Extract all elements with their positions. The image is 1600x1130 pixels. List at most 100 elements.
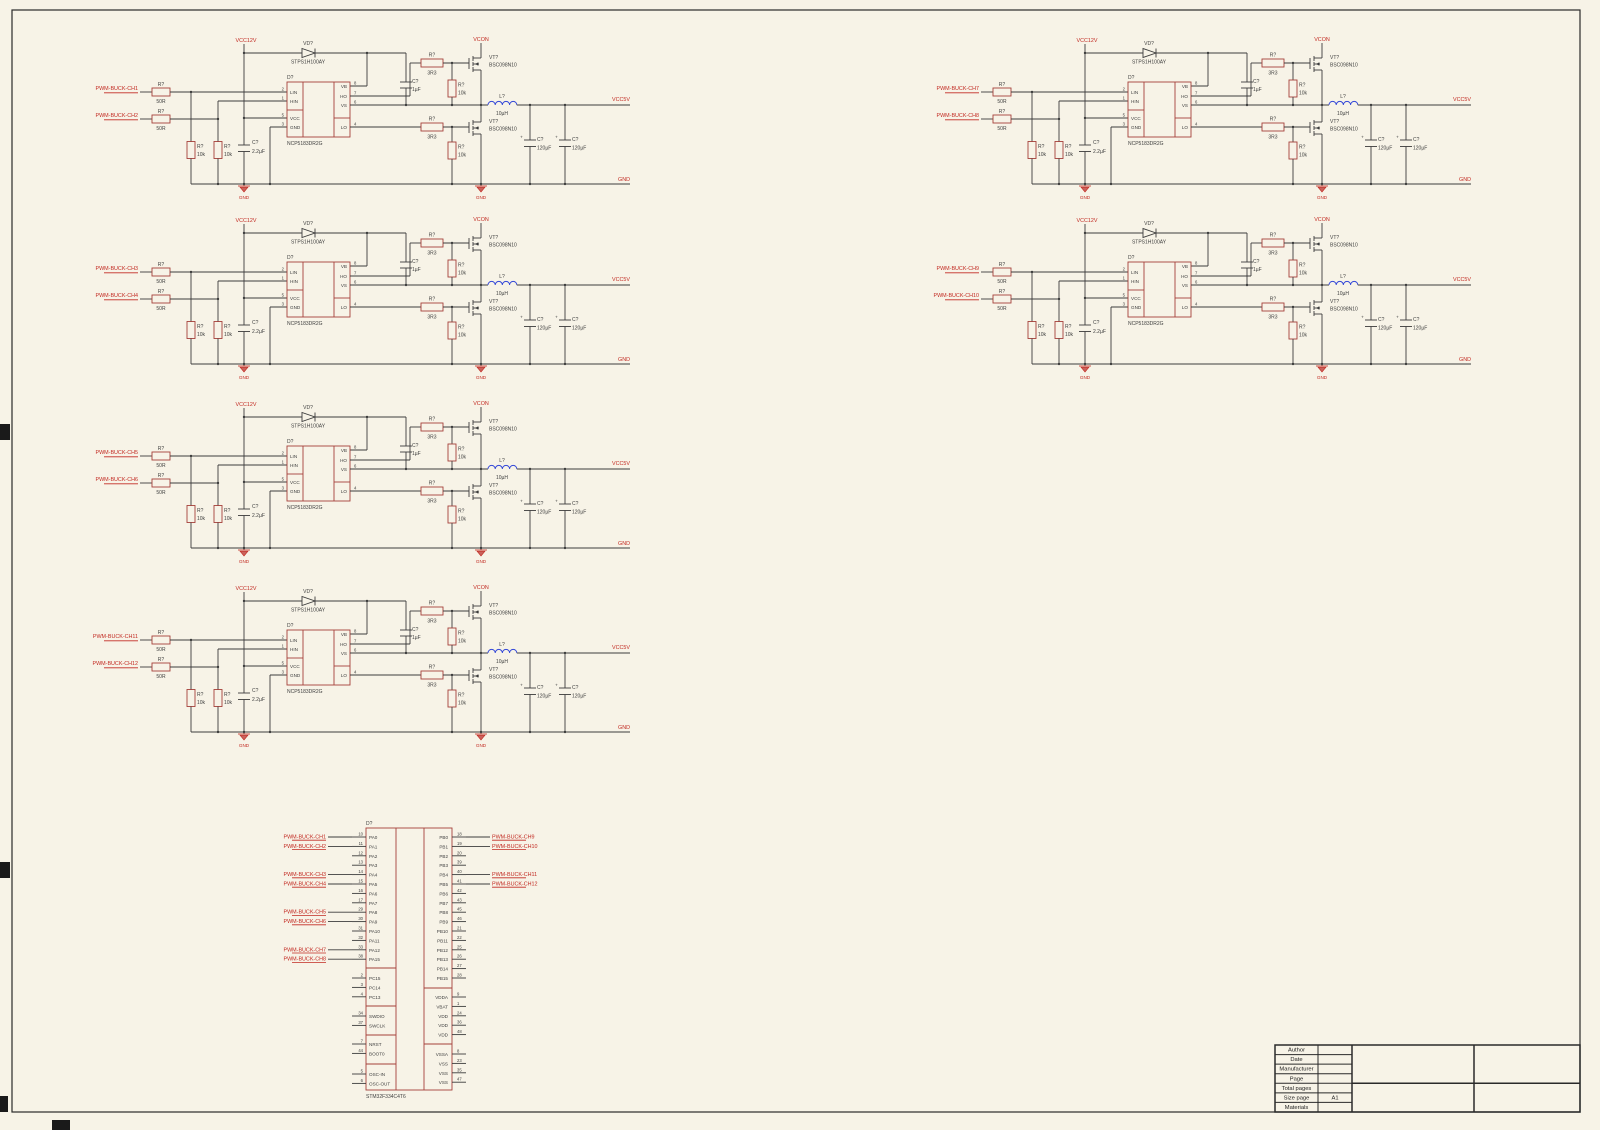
gate-resistor[interactable]: R?3R3 [1261, 53, 1285, 77]
buck-block-6[interactable]: PWM-BUCK-CH9PWM-BUCK-CH10R?50RR?50RR?10k… [933, 217, 1471, 380]
output-capacitor[interactable]: +C?120µF [1396, 285, 1427, 364]
gate-resistor[interactable]: R?3R3 [1261, 233, 1285, 257]
mosfet[interactable]: VT?BSC098N10 [468, 419, 517, 436]
resistor[interactable]: R?10k [447, 79, 467, 98]
resistor[interactable]: R?50R [151, 657, 171, 680]
output-capacitor[interactable]: +C?120µF [555, 653, 586, 732]
gate-resistor[interactable]: R?3R3 [420, 233, 444, 257]
resistor[interactable]: R?10k [1288, 321, 1308, 340]
mosfet[interactable]: VT?BSC098N10 [468, 235, 517, 252]
output-capacitor[interactable]: +C?120µF [555, 105, 586, 184]
inductor[interactable]: L?10µH [1328, 274, 1359, 297]
inductor[interactable]: L?10µH [487, 94, 518, 117]
mosfet[interactable]: VT?BSC098N10 [468, 483, 517, 500]
output-capacitor[interactable]: +C?120µF [520, 469, 551, 548]
gate-driver-ic[interactable]: D?NCP5183DR2GLIN2HIN1VCC5GND3VB8HO7VS6LO… [282, 255, 357, 327]
mosfet[interactable]: VT?BSC098N10 [468, 119, 517, 136]
output-capacitor[interactable]: +C?120µF [555, 285, 586, 364]
gate-driver-ic[interactable]: D?NCP5183DR2GLIN2HIN1VCC5GND3VB8HO7VS6LO… [282, 623, 357, 695]
gate-resistor[interactable]: R?3R3 [420, 601, 444, 625]
resistor[interactable]: R?10k [447, 689, 467, 708]
output-capacitor[interactable]: +C?120µF [520, 653, 551, 732]
resistor[interactable]: R?10k [186, 689, 206, 707]
mosfet[interactable]: VT?BSC098N10 [468, 667, 517, 684]
output-capacitor[interactable]: +C?120µF [520, 105, 551, 184]
gate-resistor[interactable]: R?3R3 [1261, 297, 1285, 321]
resistor[interactable]: R?10k [447, 443, 467, 462]
resistor-body [447, 259, 457, 278]
resistor[interactable]: R?10k [186, 321, 206, 339]
resistor[interactable]: R?10k [1288, 259, 1308, 278]
resistor[interactable]: R?10k [447, 627, 467, 646]
output-capacitor[interactable]: +C?120µF [1361, 285, 1392, 364]
junction-dot [1206, 231, 1210, 235]
pin-name: VBAT [436, 1004, 448, 1009]
mosfet[interactable]: VT?BSC098N10 [1309, 235, 1358, 252]
inductor[interactable]: L?10µH [1328, 94, 1359, 117]
buck-block-1[interactable]: PWM-BUCK-CH1PWM-BUCK-CH2R?50RR?50RR?10kR… [95, 37, 630, 200]
gate-driver-ic[interactable]: D?NCP5183DR2GLIN2HIN1VCC5GND3VB8HO7VS6LO… [282, 439, 357, 511]
resistor[interactable]: R?10k [447, 321, 467, 340]
ic-part: NCP5183DR2G [287, 505, 323, 511]
inductor[interactable]: L?10µH [487, 458, 518, 481]
gate-driver-ic[interactable]: D?NCP5183DR2GLIN2HIN1VCC5GND3VB8HO7VS6LO… [1123, 255, 1198, 327]
mosfet[interactable]: VT?BSC098N10 [1309, 119, 1358, 136]
buck-block-5[interactable]: PWM-BUCK-CH7PWM-BUCK-CH8R?50RR?50RR?10kR… [936, 37, 1471, 200]
resistor[interactable]: R?10k [1027, 141, 1047, 159]
inductor[interactable]: L?10µH [487, 642, 518, 665]
pin-number: 2 [361, 973, 364, 978]
gate-resistor[interactable]: R?3R3 [420, 53, 444, 77]
resistor[interactable]: R?10k [1288, 141, 1308, 160]
output-capacitor[interactable]: +C?120µF [1361, 105, 1392, 184]
output-capacitor[interactable]: +C?120µF [555, 469, 586, 548]
resistor[interactable]: R?50R [992, 82, 1012, 105]
mosfet[interactable]: VT?BSC098N10 [468, 299, 517, 316]
resistor[interactable]: R?10k [186, 505, 206, 523]
gnd-symbol: GND [238, 548, 250, 564]
gate-resistor[interactable]: R?3R3 [1261, 117, 1285, 141]
resistor[interactable]: R?50R [992, 109, 1012, 132]
resistor[interactable]: R?50R [992, 262, 1012, 285]
mosfet[interactable]: VT?BSC098N10 [468, 55, 517, 72]
resistor[interactable]: R?50R [151, 109, 171, 132]
resistor[interactable]: R?10k [447, 505, 467, 524]
resistor[interactable]: R?10k [1054, 321, 1074, 339]
resistor[interactable]: R?50R [151, 82, 171, 105]
gate-resistor[interactable]: R?3R3 [420, 481, 444, 505]
resistor[interactable]: R?50R [151, 289, 171, 312]
mosfet[interactable]: VT?BSC098N10 [1309, 299, 1358, 316]
gate-resistor[interactable]: R?3R3 [420, 117, 444, 141]
resistor[interactable]: R?50R [151, 630, 171, 653]
resistor[interactable]: R?10k [213, 141, 233, 159]
resistor[interactable]: R?10k [447, 259, 467, 278]
mosfet[interactable]: VT?BSC098N10 [468, 603, 517, 620]
resistor[interactable]: R?10k [1288, 79, 1308, 98]
resistor[interactable]: R?10k [213, 689, 233, 707]
mosfet[interactable]: VT?BSC098N10 [1309, 55, 1358, 72]
output-capacitor[interactable]: +C?120µF [1396, 105, 1427, 184]
gate-resistor[interactable]: R?3R3 [420, 297, 444, 321]
junction-dot [1404, 103, 1408, 107]
resistor[interactable]: R?10k [1054, 141, 1074, 159]
gate-resistor[interactable]: R?3R3 [420, 665, 444, 689]
resistor[interactable]: R?50R [151, 473, 171, 496]
output-capacitor[interactable]: +C?120µF [520, 285, 551, 364]
resistor[interactable]: R?10k [1027, 321, 1047, 339]
gate-resistor[interactable]: R?3R3 [420, 417, 444, 441]
resistor-ref: R? [458, 145, 465, 151]
resistor[interactable]: R?50R [151, 262, 171, 285]
resistor[interactable]: R?10k [447, 141, 467, 160]
buck-block-3[interactable]: PWM-BUCK-CH5PWM-BUCK-CH6R?50RR?50RR?10kR… [95, 401, 630, 564]
buck-block-2[interactable]: PWM-BUCK-CH3PWM-BUCK-CH4R?50RR?50RR?10kR… [95, 217, 630, 380]
gate-driver-ic[interactable]: D?NCP5183DR2GLIN2HIN1VCC5GND3VB8HO7VS6LO… [282, 75, 357, 147]
resistor[interactable]: R?10k [213, 321, 233, 339]
resistor[interactable]: R?50R [151, 446, 171, 469]
mcu-block[interactable]: D?STM32F334C4T610PA0PWM-BUCK-CH111PA1PWM… [283, 821, 537, 1100]
resistor[interactable]: R?10k [213, 505, 233, 523]
resistor[interactable]: R?50R [992, 289, 1012, 312]
buck-block-4[interactable]: PWM-BUCK-CH11PWM-BUCK-CH12R?50RR?50RR?10… [92, 585, 630, 748]
gate-driver-ic[interactable]: D?NCP5183DR2GLIN2HIN1VCC5GND3VB8HO7VS6LO… [1123, 75, 1198, 147]
resistor[interactable]: R?10k [186, 141, 206, 159]
inductor[interactable]: L?10µH [487, 274, 518, 297]
